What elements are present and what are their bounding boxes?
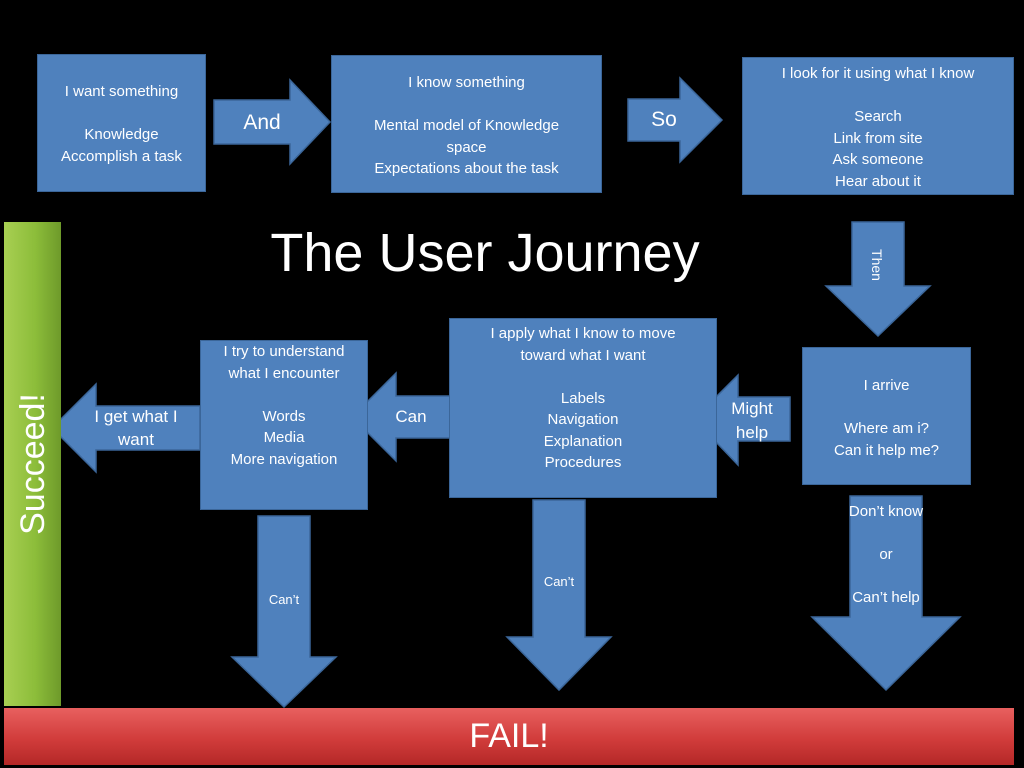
cant-apply-arrow — [505, 499, 613, 692]
want-box: I want something Knowledge Accomplish a … — [37, 54, 206, 192]
get-what-i-want-arrow — [50, 382, 201, 474]
can-label: Can — [395, 407, 427, 426]
so-arrow — [627, 76, 724, 164]
dont-know-arrow — [810, 495, 962, 692]
page-title: The User Journey — [270, 223, 700, 283]
and-arrow — [213, 78, 332, 166]
know-box: I know something Mental model of Knowled… — [331, 55, 602, 193]
so-label: So — [651, 108, 677, 131]
cant-apply-label: Can’t — [543, 574, 575, 589]
can-arrow — [350, 371, 451, 463]
succeed-bar — [4, 222, 61, 706]
succeed-label: Succeed! — [14, 393, 52, 535]
cant-understand-arrow — [230, 515, 338, 709]
and-label: And — [243, 111, 281, 134]
dont-know-label: Don’t know or Can’t help — [848, 503, 924, 606]
fail-label: FAIL! — [469, 717, 549, 755]
might-help-label: Might help — [731, 399, 773, 442]
fail-bar — [4, 708, 1014, 765]
then-arrow — [824, 221, 932, 338]
cant-understand-label: Can’t — [268, 592, 300, 607]
get-what-i-want-label: I get what I want — [94, 407, 178, 449]
apply-box: I apply what I know to move toward what … — [449, 318, 717, 498]
then-label: Then — [869, 249, 885, 281]
understand-box: I try to understand what I encounter Wor… — [200, 340, 368, 510]
arrive-box: I arrive Where am i? Can it help me? — [802, 347, 971, 485]
look-box: I look for it using what I know Search L… — [742, 57, 1014, 195]
